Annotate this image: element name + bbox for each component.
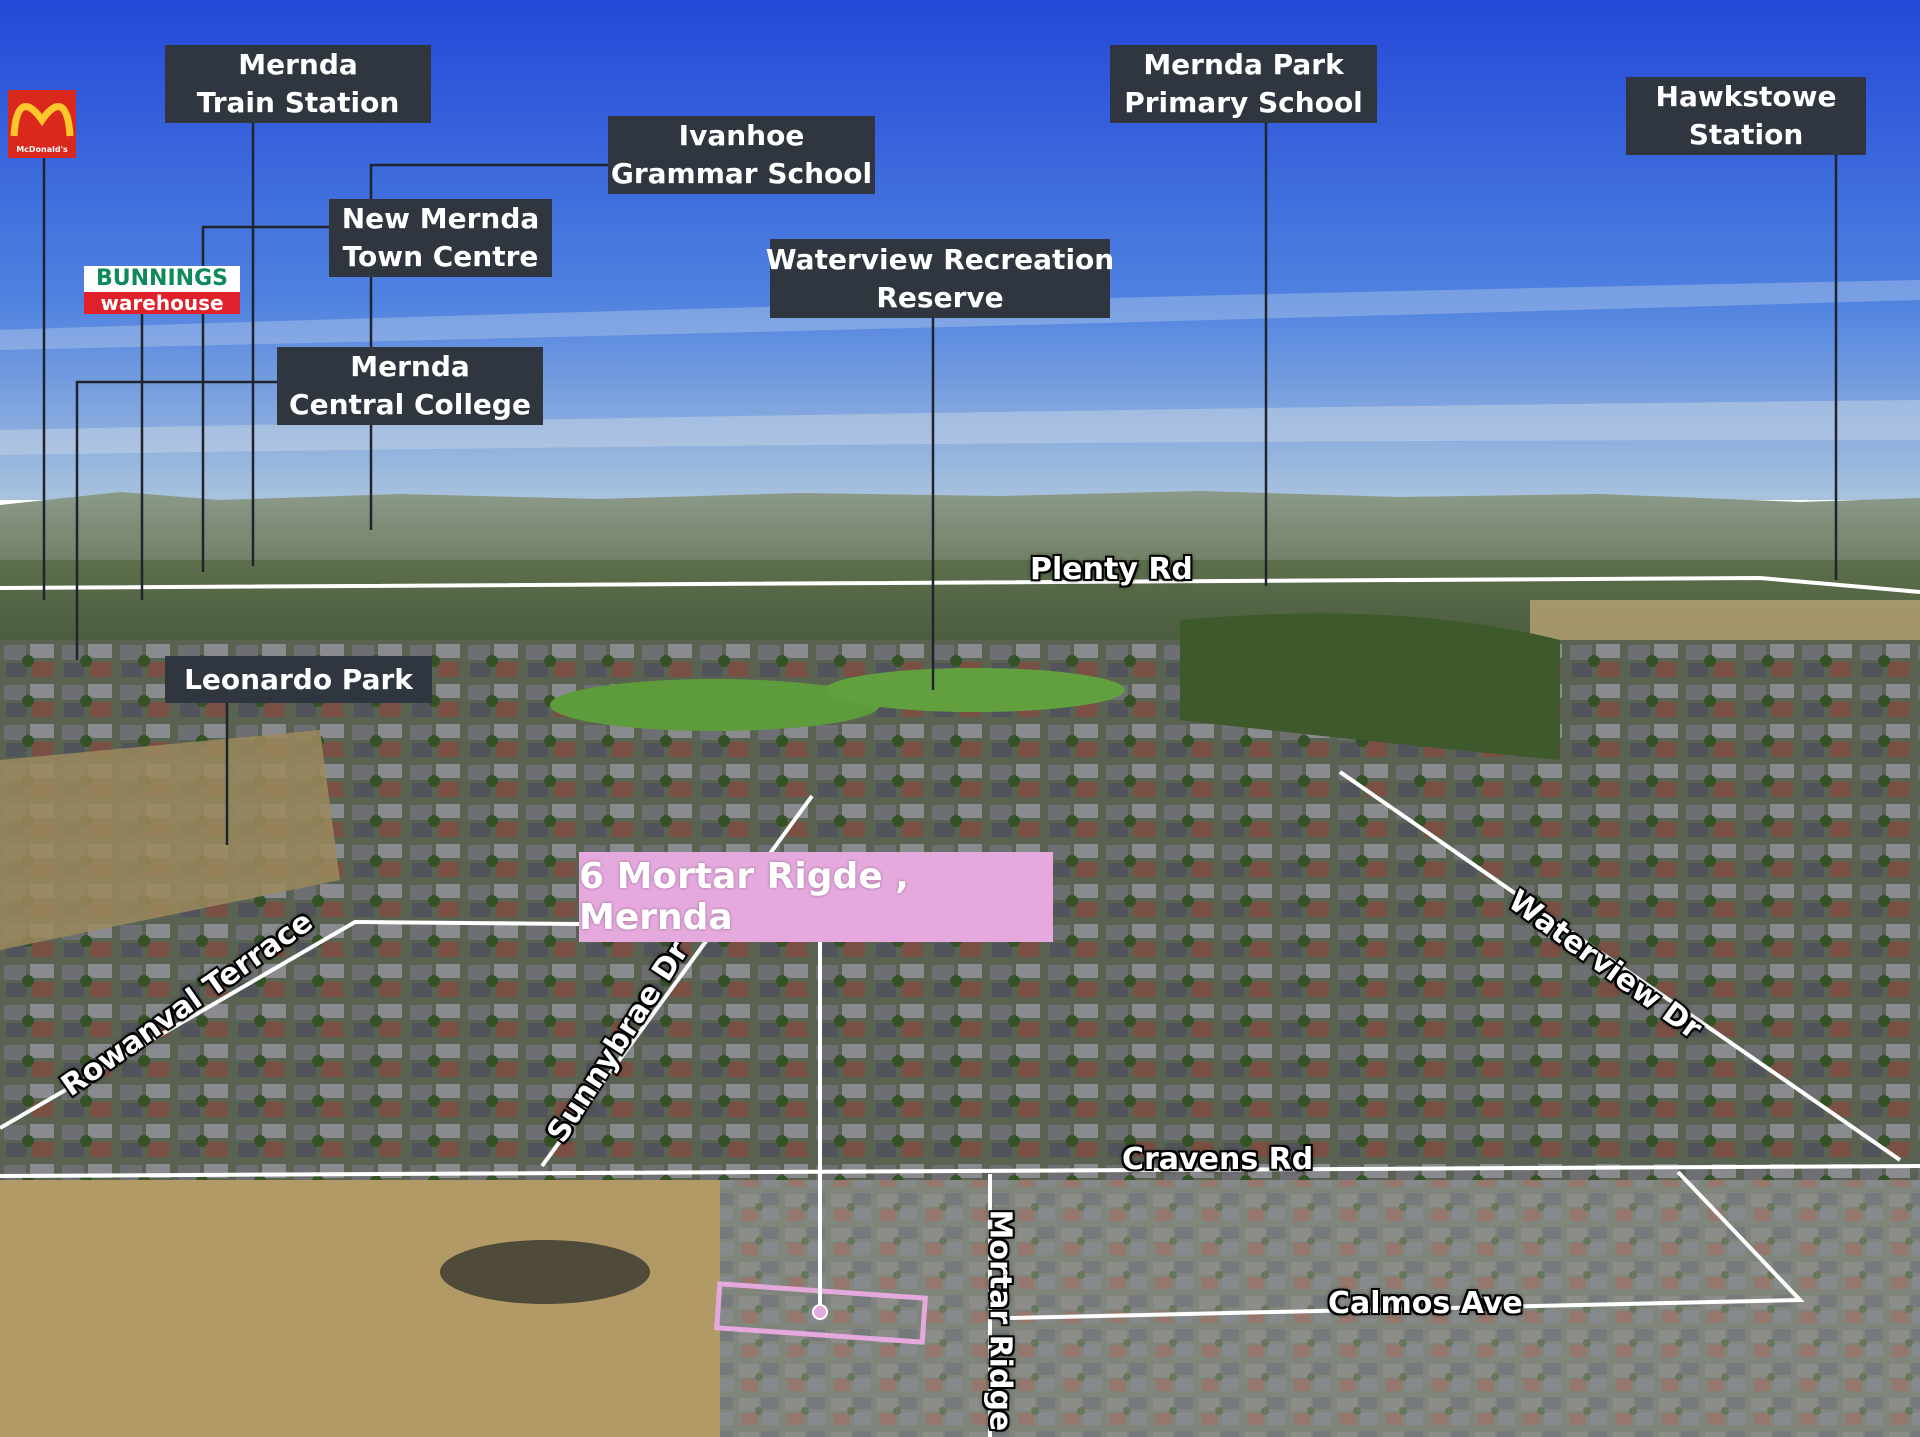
landmark-label-line: Primary School <box>1124 86 1363 119</box>
landmark-label-line: Mernda Park <box>1143 48 1344 81</box>
road-label-mortar-ridge: Mortar Ridge <box>982 1209 1018 1432</box>
bunnings-logo-top: BUNNINGS <box>84 266 240 292</box>
road-label-cravens-rd: Cravens Rd <box>1122 1142 1314 1177</box>
landmark-label-line: Train Station <box>196 86 400 119</box>
landmark-label-line: Central College <box>289 388 531 421</box>
landmark-label-line: Waterview Recreation <box>765 242 1115 276</box>
landmark-label-line: Grammar School <box>610 157 873 190</box>
landmark-label-line: Hawkstowe <box>1655 80 1837 113</box>
mcdonalds-logo-graphic: McDonald's <box>8 90 76 158</box>
road-label-plenty-rd: Plenty Rd <box>1030 552 1193 587</box>
landmark-label-line: Mernda <box>238 48 358 81</box>
landmark-label-line: New Mernda <box>341 202 540 235</box>
mcdonalds-logo: McDonald's <box>8 90 76 158</box>
landmark-label-line: Ivanhoe <box>678 119 805 152</box>
bunnings-logo-bottom: warehouse <box>84 292 240 314</box>
property-address-label: 6 Mortar Rigde , Mernda <box>579 852 1053 942</box>
bunnings-warehouse-logo: BUNNINGS warehouse <box>84 266 240 314</box>
landmark-label-line: Station <box>1688 118 1804 151</box>
landmark-label-line: Mernda <box>350 350 470 383</box>
landmark-label-line: Town Centre <box>342 240 539 273</box>
landmark-label-leonardo-park: Leonardo Park <box>165 656 432 703</box>
landmark-label-line: Reserve <box>876 280 1004 314</box>
mcdonalds-logo-text: McDonald's <box>16 145 68 154</box>
property-address: 6 Mortar Rigde , Mernda <box>579 856 909 938</box>
road-label-calmos-ave: Calmos Ave <box>1328 1286 1523 1321</box>
landmark-label-line: Leonardo Park <box>184 662 413 696</box>
